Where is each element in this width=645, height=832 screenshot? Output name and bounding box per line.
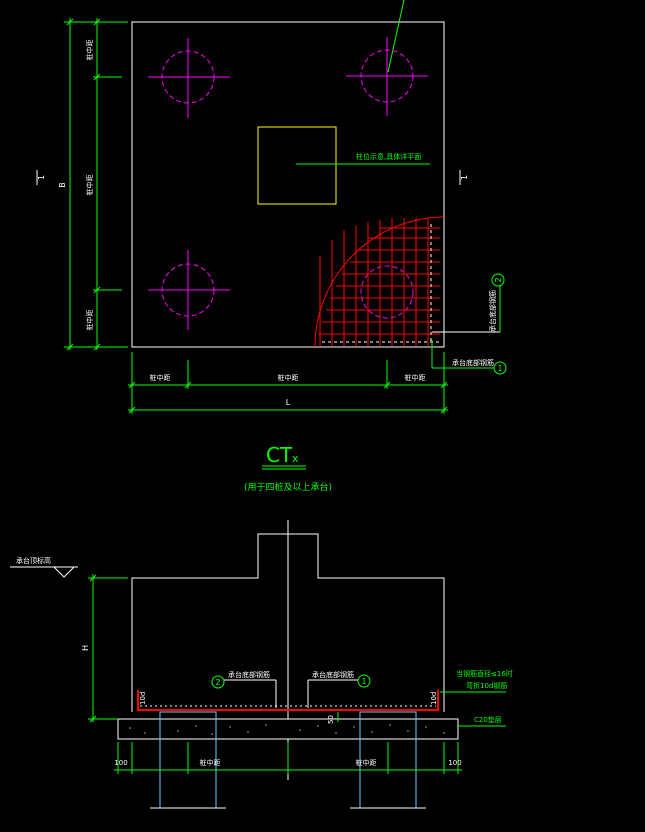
section-callout-circle-2 bbox=[211, 675, 225, 689]
dim-left-top: 桩中距 bbox=[85, 40, 94, 61]
cap-outline bbox=[131, 21, 445, 348]
section-rebar-label-2: 承台底部钢筋 bbox=[228, 670, 270, 679]
bedding-layer bbox=[117, 718, 459, 740]
callout-1: 1 bbox=[497, 364, 502, 373]
cover-bottom: 50 bbox=[327, 715, 335, 724]
section-bottom-dim bbox=[114, 742, 462, 774]
column-outline bbox=[257, 126, 337, 205]
drawing-title: CT x (用于四桩及以上承台) bbox=[244, 443, 332, 493]
dim-bottom-left: 桩中距 bbox=[150, 373, 171, 382]
section-callout-circle-1 bbox=[357, 674, 371, 688]
rebar-label-1: 承台底部钢筋 bbox=[452, 358, 494, 367]
dim-pile-right: 桩中距 bbox=[356, 758, 377, 767]
right-note-2: 弯折10d钢筋 bbox=[466, 681, 507, 690]
dim-bottom-total: L bbox=[286, 398, 291, 407]
top-elevation-label: 承台顶标高 bbox=[16, 556, 51, 565]
bedding-label: C20垫层 bbox=[474, 715, 502, 724]
height-label: H bbox=[81, 645, 90, 651]
dim-left-bottom: 桩中距 bbox=[85, 310, 94, 331]
callout-circle-2 bbox=[491, 273, 505, 287]
cap-section-outline bbox=[131, 533, 445, 712]
pile-circle bbox=[148, 38, 230, 118]
dim-pile-left: 桩中距 bbox=[200, 758, 221, 767]
pile-circle bbox=[360, 265, 414, 319]
dim-bottom-right: 桩中距 bbox=[405, 373, 426, 382]
right-note-1: 当钢筋直径≤16时 bbox=[456, 669, 513, 678]
pile-circle bbox=[346, 37, 428, 116]
callout-circle-1 bbox=[493, 361, 507, 375]
height-dim bbox=[88, 574, 128, 723]
rebar-label-2: 承台底部钢筋 bbox=[488, 290, 497, 332]
elevation-triangle bbox=[52, 566, 76, 578]
dim-bottom-mid: 桩中距 bbox=[278, 373, 299, 382]
pile-circle bbox=[148, 250, 230, 330]
section-view: 承台顶标高 H 2 承台底部钢筋 1 承台底部钢筋 10d 10d 当钢筋直径≤… bbox=[10, 520, 513, 809]
title-sub: x bbox=[292, 452, 299, 465]
dim-left-mid: 桩中距 bbox=[85, 175, 94, 196]
title-note: (用于四桩及以上承台) bbox=[244, 481, 332, 493]
rebar-mesh bbox=[314, 216, 445, 347]
section-callout-2: 2 bbox=[215, 678, 220, 687]
dim-left-total: B bbox=[58, 182, 67, 188]
plan-view: 柱位示意,具体详平面 承台底部钢筋 2 承台底部钢筋 1 1 1 bbox=[36, 0, 507, 414]
title-main: CT bbox=[266, 443, 293, 467]
dim-left bbox=[64, 18, 128, 351]
leader-line-top bbox=[387, 0, 405, 73]
section-rebar-label-1: 承台底部钢筋 bbox=[312, 670, 354, 679]
dim-100-right: 100 bbox=[448, 759, 461, 767]
dim-100-left: 100 bbox=[114, 759, 127, 767]
section-mark-left-label: 1 bbox=[37, 175, 46, 180]
cover-right: 10d bbox=[430, 692, 438, 705]
cover-left: 10d bbox=[139, 692, 147, 705]
section-mark-right-label: 1 bbox=[460, 175, 469, 180]
callout-2: 2 bbox=[494, 277, 503, 282]
bottom-rebar bbox=[137, 690, 439, 711]
dim-bottom bbox=[128, 352, 448, 414]
column-note: 柱位示意,具体详平面 bbox=[356, 152, 421, 161]
section-callout-1: 1 bbox=[361, 677, 366, 686]
